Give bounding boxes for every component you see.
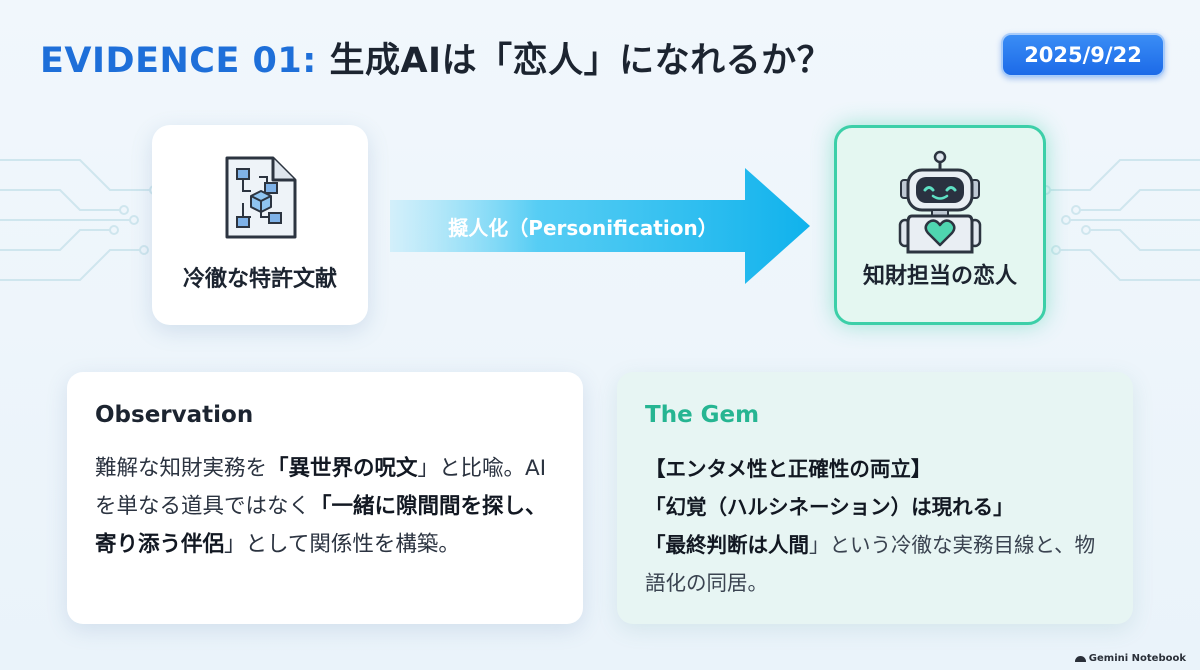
gem-panel: The Gem 【エンタメ性と正確性の両立】 「幻覚（ハルシネーション）は現れる… (617, 372, 1133, 624)
title-main: 生成AIは「恋人」になれるか？ (329, 41, 833, 81)
observation-text-1: 難解な知財実務を (95, 456, 268, 481)
date-badge: 2025/9/22 (1001, 33, 1165, 77)
personification-arrow (390, 168, 810, 284)
gem-title: The Gem (645, 402, 760, 428)
slide-title: EVIDENCE 01: 生成AIは「恋人」になれるか？ (40, 32, 832, 83)
gem-line-3-bold: 「最終判断は人間 (645, 533, 809, 557)
robot-card-label: 知財担当の恋人 (862, 264, 1017, 289)
observation-panel: Observation 難解な知財実務を「異世界の呪文」と比喩。AIを単なる道具… (67, 372, 583, 624)
title-accent: EVIDENCE 01: (40, 41, 317, 81)
gemini-notebook-icon (1074, 655, 1086, 662)
circuit-decoration-right (1041, 159, 1200, 281)
observation-text-2: 」と比喩。AIを単なる道具ではなく (95, 456, 547, 519)
circuit-decoration-left (0, 159, 159, 281)
patent-document-icon (225, 156, 297, 239)
gem-line-2: 「幻覚（ハルシネーション）は現れる」 (645, 495, 1014, 519)
patent-card: 冷徹な特許文献 (152, 125, 368, 325)
patent-card-label: 冷徹な特許文献 (182, 267, 337, 292)
footer-label: Gemini Notebook (1088, 653, 1186, 664)
observation-highlight-1: 「異世界の呪文 (267, 456, 418, 481)
observation-highlight-2: 「一緒に隙間間を探し、寄り添う伴侶 (95, 494, 547, 557)
arrow-label: 擬人化（Personification） (448, 216, 718, 240)
robot-heart-icon (898, 150, 982, 254)
robot-card: 知財担当の恋人 (834, 125, 1046, 325)
gem-line-1: 【エンタメ性と正確性の両立】 (645, 457, 932, 481)
observation-text-3: 」として関係性を構築。 (224, 532, 460, 557)
footer-branding: Gemini Notebook (1074, 653, 1186, 664)
observation-title: Observation (95, 402, 254, 428)
observation-body: 難解な知財実務を「異世界の呪文」と比喩。AIを単なる道具ではなく「一緒に隙間間を… (95, 450, 557, 564)
gem-line-3-rest: 」という冷徹な実務目線と、物語化の同居。 (645, 533, 1096, 595)
gem-line-3: 「最終判断は人間」という冷徹な実務目線と、物語化の同居。 (645, 526, 1107, 602)
gem-body: 【エンタメ性と正確性の両立】 「幻覚（ハルシネーション）は現れる」 「最終判断は… (645, 450, 1107, 602)
